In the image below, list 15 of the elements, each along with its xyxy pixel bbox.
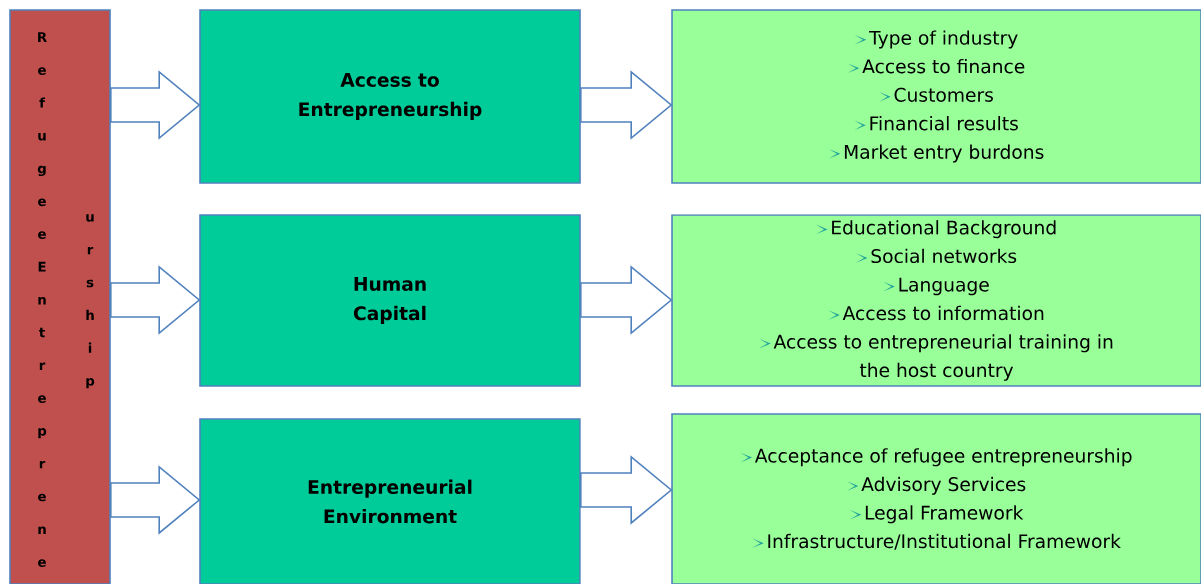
factor-list-box: Educational Background Social networks Language Access to information Access to entrepreneurial training in the host country: [671, 214, 1201, 387]
block-arrow: [110, 265, 201, 335]
block-arrow: [110, 70, 201, 140]
factor-list-box: Type of industry Access to finance Customers Financial results Market entry burdons: [671, 9, 1201, 184]
vertical-text: RefugeeEntreprene: [37, 32, 47, 567]
block-arrow: [580, 70, 673, 140]
block-arrow: [580, 265, 673, 335]
category-box: Human Capital: [199, 214, 581, 387]
title-bar: [9, 9, 111, 584]
vertical-text: urship: [86, 214, 95, 389]
block-arrow: [580, 455, 673, 525]
category-box: Entrepreneurial Environment: [199, 418, 581, 584]
category-box: Access to Entrepreneurship: [199, 9, 581, 184]
block-arrow: [110, 465, 201, 535]
factor-list-box: Acceptance of refugee entrepreneurship Advisory Services Legal Framework Infrastructure/Institutional Framework: [671, 413, 1201, 584]
